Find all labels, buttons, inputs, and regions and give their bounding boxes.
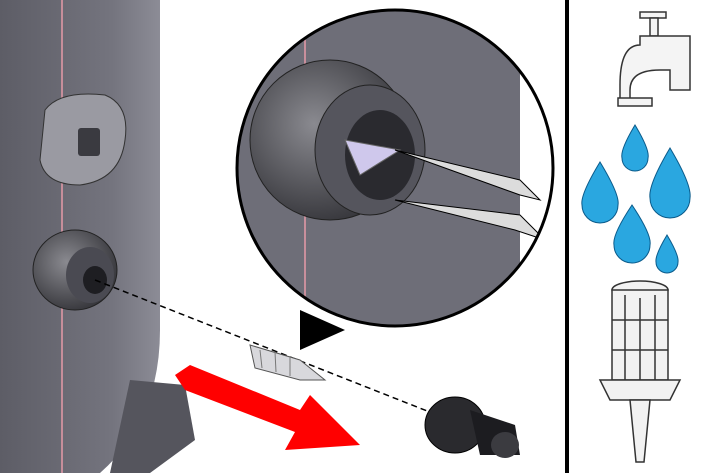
water-supply-panel [581, 11, 691, 463]
valve-knob [39, 93, 127, 186]
panel-divider [565, 0, 569, 473]
magnified-detail [235, 8, 555, 328]
callout-pointer [300, 310, 345, 350]
threaded-port [32, 229, 118, 311]
tap-icon [617, 11, 691, 107]
tank-foot [110, 380, 195, 473]
assembly-dashed-line [94, 279, 451, 421]
filter-icon [598, 280, 682, 463]
filter-insert [249, 344, 327, 381]
hose-connector [424, 396, 520, 458]
device-panel [0, 0, 555, 473]
arrow-icon [175, 365, 360, 450]
water-drop-icon [581, 124, 691, 274]
